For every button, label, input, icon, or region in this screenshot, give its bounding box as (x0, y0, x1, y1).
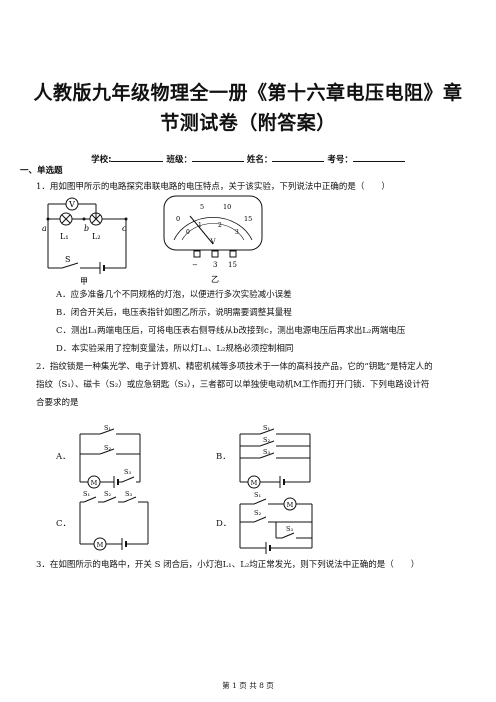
q2-stem-line-3: 合要求的是 (36, 398, 79, 408)
scale-top-0: 0 (176, 215, 180, 223)
terminal-15: 15 (228, 261, 237, 269)
scale-bottom-0: 0 (186, 229, 190, 236)
q2-circuit-d: S₁ S₂ S₃ M (239, 491, 313, 554)
d-s3-label: S₃ (286, 525, 293, 533)
q2-option-d[interactable]: D． (216, 519, 232, 529)
section-heading: 一、单选题 (20, 166, 63, 176)
school-blank[interactable] (111, 152, 164, 162)
lamp-l1-label: L₁ (60, 232, 69, 241)
a-motor-label: M (91, 479, 98, 487)
scale-bottom-3: 3 (235, 229, 239, 236)
q1-figure-jia: V a b c L₁ L₂ S 甲 (42, 197, 128, 286)
b-s3-label: S₃ (263, 448, 270, 456)
class-blank[interactable] (191, 152, 244, 162)
figure-jia-caption: 甲 (80, 277, 88, 286)
name-blank[interactable] (272, 152, 325, 162)
c-s2-label: S₂ (104, 490, 111, 498)
scale-bottom-2: 2 (218, 222, 222, 229)
d-s2-label: S₂ (254, 509, 261, 517)
title-line-1: 人教版九年级物理全一册《第十六章电压电阻》章 (33, 82, 463, 104)
b-s2-label: S₂ (263, 436, 270, 444)
a-s1-label: S₁ (104, 424, 111, 432)
node-a-label: a (42, 224, 47, 233)
c-motor-label: M (97, 541, 104, 549)
a-s2-label: S₂ (104, 444, 111, 452)
d-s1-label: S₁ (254, 491, 261, 499)
q1-figure-yi: 0 5 10 15 0 1 2 3 V − 3 15 乙 (163, 195, 263, 284)
q2-stem-line-1: 2．指纹锁是一种集光学、电子计算机、精密机械等多项技术于一体的高科技产品，它的“… (36, 362, 433, 372)
scale-top-5: 5 (200, 203, 204, 211)
number-blank[interactable] (352, 152, 405, 162)
d-motor-label: M (287, 501, 294, 509)
q1-option-a[interactable]: A．应多准备几个不同规格的灯泡，以便进行多次实验减小误差 (56, 290, 292, 300)
c-s1-label: S₁ (83, 490, 90, 498)
b-motor-label: M (251, 479, 258, 487)
a-s3-label: S₃ (124, 468, 131, 476)
b-s1-label: S₁ (263, 424, 270, 432)
q1-stem: 1．用如图甲所示的电路探究串联电路的电压特点，关于该实验，下列说法中正确的是（ … (36, 182, 390, 192)
class-label: 班级： (166, 155, 192, 165)
q3-stem: 3．在如图所示的电路中，开关 S 闭合后，小灯泡L₁、L₂均正常发光，则下列说法… (36, 560, 420, 570)
q2-stem-line-2: 指纹（S₁）、磁卡（S₂）或应急钥匙（S₃），三者都可以单独使电动机M工作而打开… (36, 380, 430, 390)
terminal-3: 3 (213, 261, 217, 269)
node-b-label: b (84, 224, 89, 233)
node-c-label: c (122, 224, 127, 233)
q2-circuit-a: S₁ S₂ S₃ M (79, 424, 141, 489)
scale-top-10: 10 (223, 203, 231, 211)
number-label: 考号： (327, 155, 353, 165)
q1-option-d[interactable]: D．本实验采用了控制变量法，所以灯L₁、L₂规格必须控制相同 (56, 344, 294, 354)
q2-option-c[interactable]: C． (56, 519, 72, 529)
figure-yi-caption: 乙 (211, 275, 219, 284)
q1-option-b[interactable]: B．闭合开关后，电压表指针如图乙所示，说明需要调整其量程 (56, 308, 292, 318)
student-info-line: 学校: 班级： 姓名： 考号： (0, 152, 496, 165)
q2-circuit-c: S₁ S₂ S₃ M (79, 490, 149, 551)
voltmeter-label: V (68, 200, 75, 209)
c-s3-label: S₃ (125, 490, 132, 498)
q2-option-b[interactable]: B． (216, 452, 231, 462)
q1-option-c[interactable]: C．测出L₁两端电压后，可将电压表右侧导线从b改接到c，测出电源电压后再求出L₂… (56, 326, 406, 336)
school-label: 学校: (91, 155, 112, 165)
name-label: 姓名： (246, 155, 273, 165)
title-line-2: 节测试卷（附答案） (160, 112, 336, 134)
q2-option-a[interactable]: A． (56, 452, 71, 462)
scale-bottom-1: 1 (198, 222, 202, 229)
dial-unit-label: V (209, 238, 216, 246)
q2-circuit-b: S₁ S₂ S₃ M (239, 424, 311, 489)
page-footer: 第 1 页 共 8 页 (222, 681, 274, 690)
lamp-l2-label: L₂ (92, 232, 101, 241)
terminal-negative: − (192, 261, 198, 269)
switch-s-label: S (65, 255, 70, 264)
document-title: 人教版九年级物理全一册《第十六章电压电阻》章 节测试卷（附答案） (20, 78, 476, 138)
scale-top-15: 15 (244, 215, 252, 223)
